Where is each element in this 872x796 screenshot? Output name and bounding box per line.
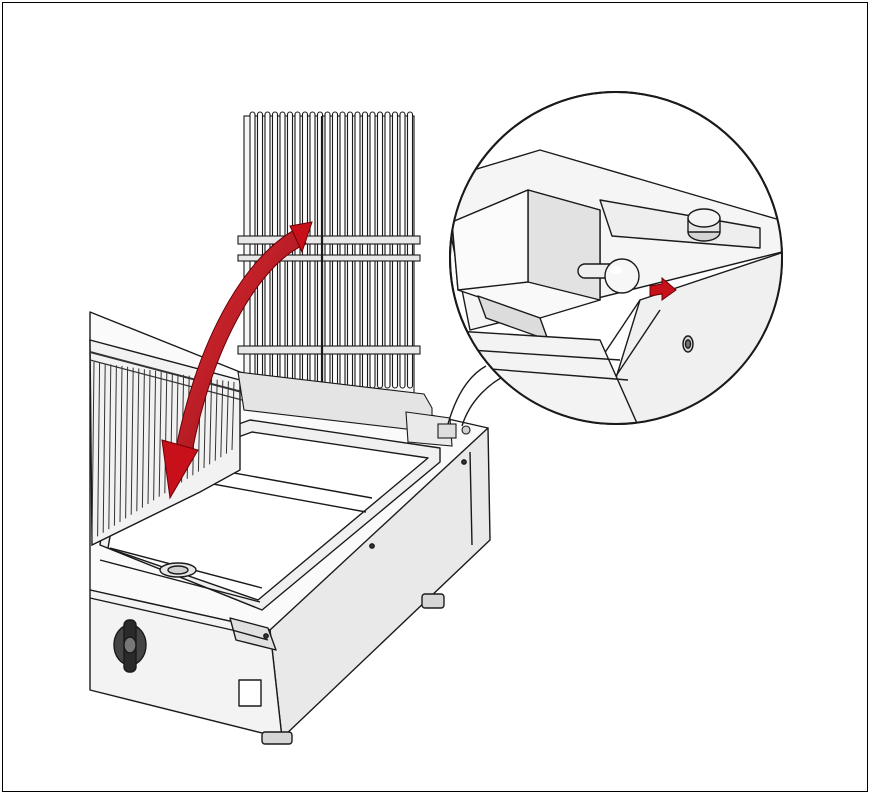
grid-bar bbox=[125, 366, 129, 519]
grid-bar bbox=[136, 368, 140, 512]
grid-bar bbox=[91, 361, 95, 541]
grid-bar bbox=[119, 365, 123, 523]
right-arrow-icon bbox=[649, 276, 677, 301]
grid-bar bbox=[376, 111, 384, 389]
knob-icon bbox=[113, 619, 147, 673]
grid-bar bbox=[399, 111, 406, 389]
grid-bar bbox=[102, 363, 106, 533]
raised-grid bbox=[237, 111, 471, 447]
grid-bar bbox=[153, 370, 157, 501]
grid-bar bbox=[130, 367, 134, 515]
grid-bar bbox=[108, 364, 112, 530]
grid-bar bbox=[158, 371, 162, 497]
grid-bar bbox=[147, 369, 151, 505]
grid-bar bbox=[384, 111, 391, 389]
grid-bar bbox=[113, 365, 117, 526]
grid-bar bbox=[164, 372, 168, 494]
curved-double-arrow-icon bbox=[161, 221, 313, 500]
grid-bar bbox=[225, 381, 229, 454]
grid-bar bbox=[231, 381, 235, 451]
grid-bar bbox=[97, 362, 101, 537]
grid-bar bbox=[406, 111, 414, 389]
grid-bar bbox=[209, 378, 213, 465]
grid-bar bbox=[141, 369, 145, 508]
detail-callout-icon bbox=[449, 91, 783, 425]
grid-bar bbox=[220, 380, 224, 458]
grid-bar bbox=[391, 111, 399, 389]
